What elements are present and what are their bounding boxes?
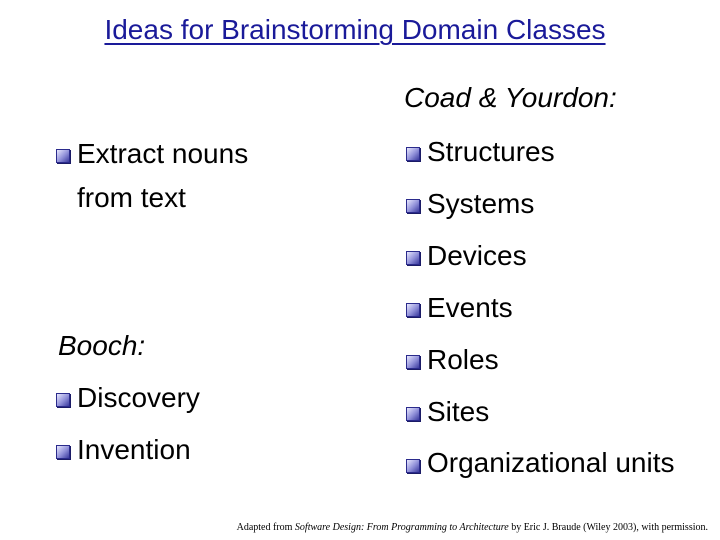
bullet-text: Events	[427, 292, 513, 323]
bullet-text: Invention	[77, 434, 191, 465]
square-bullet-icon	[406, 355, 420, 369]
bullet-roles: Roles	[406, 338, 499, 382]
square-bullet-icon	[56, 149, 70, 163]
bullet-text: Systems	[427, 188, 535, 219]
square-bullet-icon	[406, 407, 420, 421]
coad-yourdon-heading: Coad & Yourdon:	[404, 82, 617, 113]
square-bullet-icon	[406, 251, 420, 265]
bullet-invention: Invention	[56, 428, 191, 472]
bullet-extract-nouns: Extract nouns from text	[56, 132, 277, 220]
booch-heading: Booch:	[58, 330, 146, 361]
square-bullet-icon	[406, 303, 420, 317]
square-bullet-icon	[56, 393, 70, 407]
bullet-structures: Structures	[406, 130, 555, 174]
footnote-suffix: by Eric J. Braude (Wiley 2003), with per…	[508, 522, 708, 533]
bullet-text: Devices	[427, 240, 527, 271]
square-bullet-icon	[406, 459, 420, 473]
bullet-systems: Systems	[406, 182, 534, 226]
footnote-book-title: Software Design: From Programming to Arc…	[294, 522, 509, 533]
footnote-prefix: Adapted from	[236, 522, 295, 533]
slide-title: Ideas for Brainstorming Domain Classes	[104, 14, 606, 45]
bullet-devices: Devices	[406, 234, 527, 278]
square-bullet-icon	[406, 147, 420, 161]
bullet-text: Structures	[427, 136, 555, 167]
bullet-text: Extract nouns from text	[77, 138, 249, 213]
bullet-events: Events	[406, 286, 513, 330]
bullet-text: Discovery	[77, 382, 200, 413]
square-bullet-icon	[406, 199, 420, 213]
bullet-text: Roles	[427, 344, 499, 375]
citation-footnote: Adapted from Software Design: From Progr…	[237, 522, 708, 533]
bullet-text: Organizational units	[427, 447, 675, 478]
square-bullet-icon	[56, 445, 70, 459]
bullet-discovery: Discovery	[56, 376, 200, 420]
bullet-sites: Sites	[406, 390, 489, 434]
bullet-organizational-units: Organizational units	[406, 442, 677, 486]
bullet-text: Sites	[427, 396, 490, 427]
